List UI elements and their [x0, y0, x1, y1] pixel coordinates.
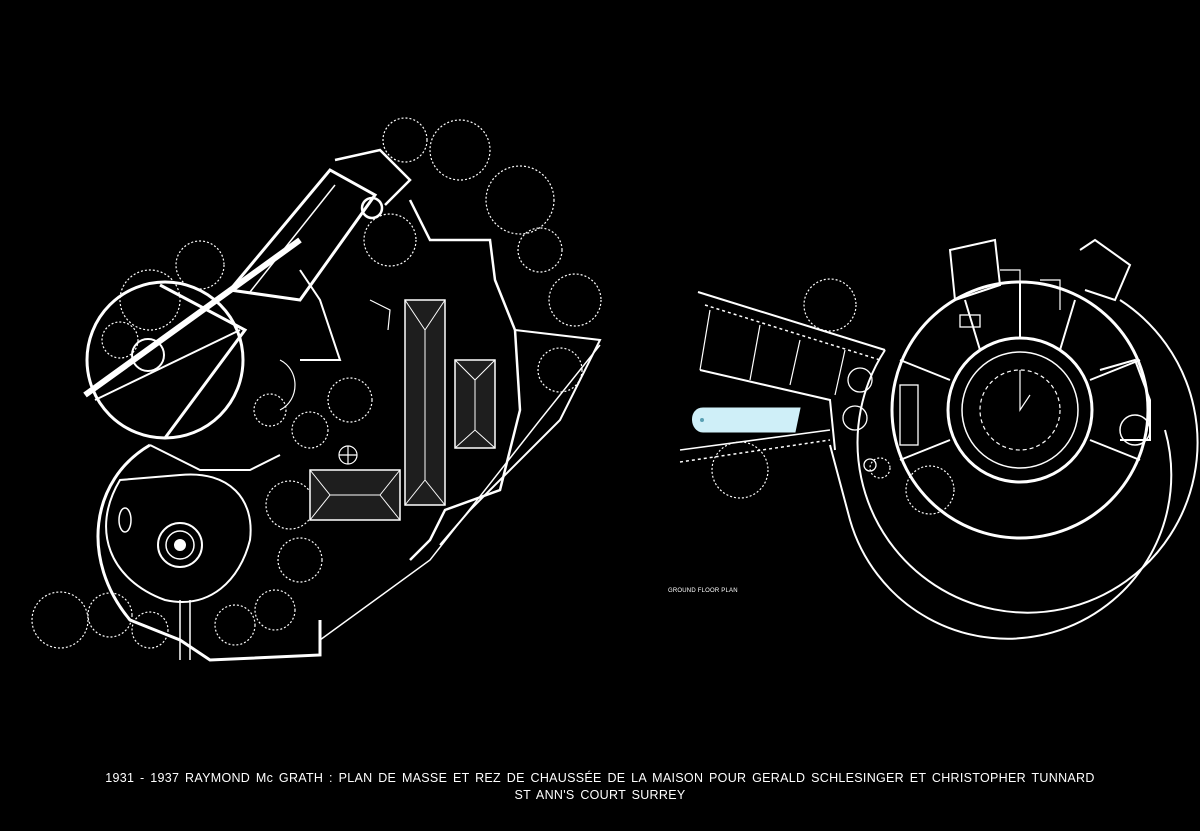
plan-circular-house — [829, 238, 1199, 640]
caption-line-2: ST ANN'S COURT SURREY — [514, 788, 686, 802]
site-angled-wing — [227, 148, 412, 361]
plan-garden-wing — [679, 291, 886, 463]
site-details — [279, 299, 391, 465]
plan-trees — [711, 278, 955, 515]
ground-floor-plan — [679, 238, 1199, 640]
plan-pool — [692, 407, 801, 433]
caption-line-1: 1931 - 1937 RAYMOND Mc GRATH : PLAN DE M… — [105, 771, 1095, 785]
site-main-drum — [83, 237, 302, 440]
site-roofs — [309, 299, 496, 521]
drawing-caption: 1931 - 1937 RAYMOND Mc GRATH : PLAN DE M… — [0, 770, 1200, 804]
site-trees — [31, 117, 602, 649]
site-forecourt — [105, 473, 252, 660]
site-boundary — [96, 199, 602, 662]
site-plan — [31, 117, 602, 662]
ground-floor-plan-label: GROUND FLOOR PLAN — [668, 588, 738, 594]
